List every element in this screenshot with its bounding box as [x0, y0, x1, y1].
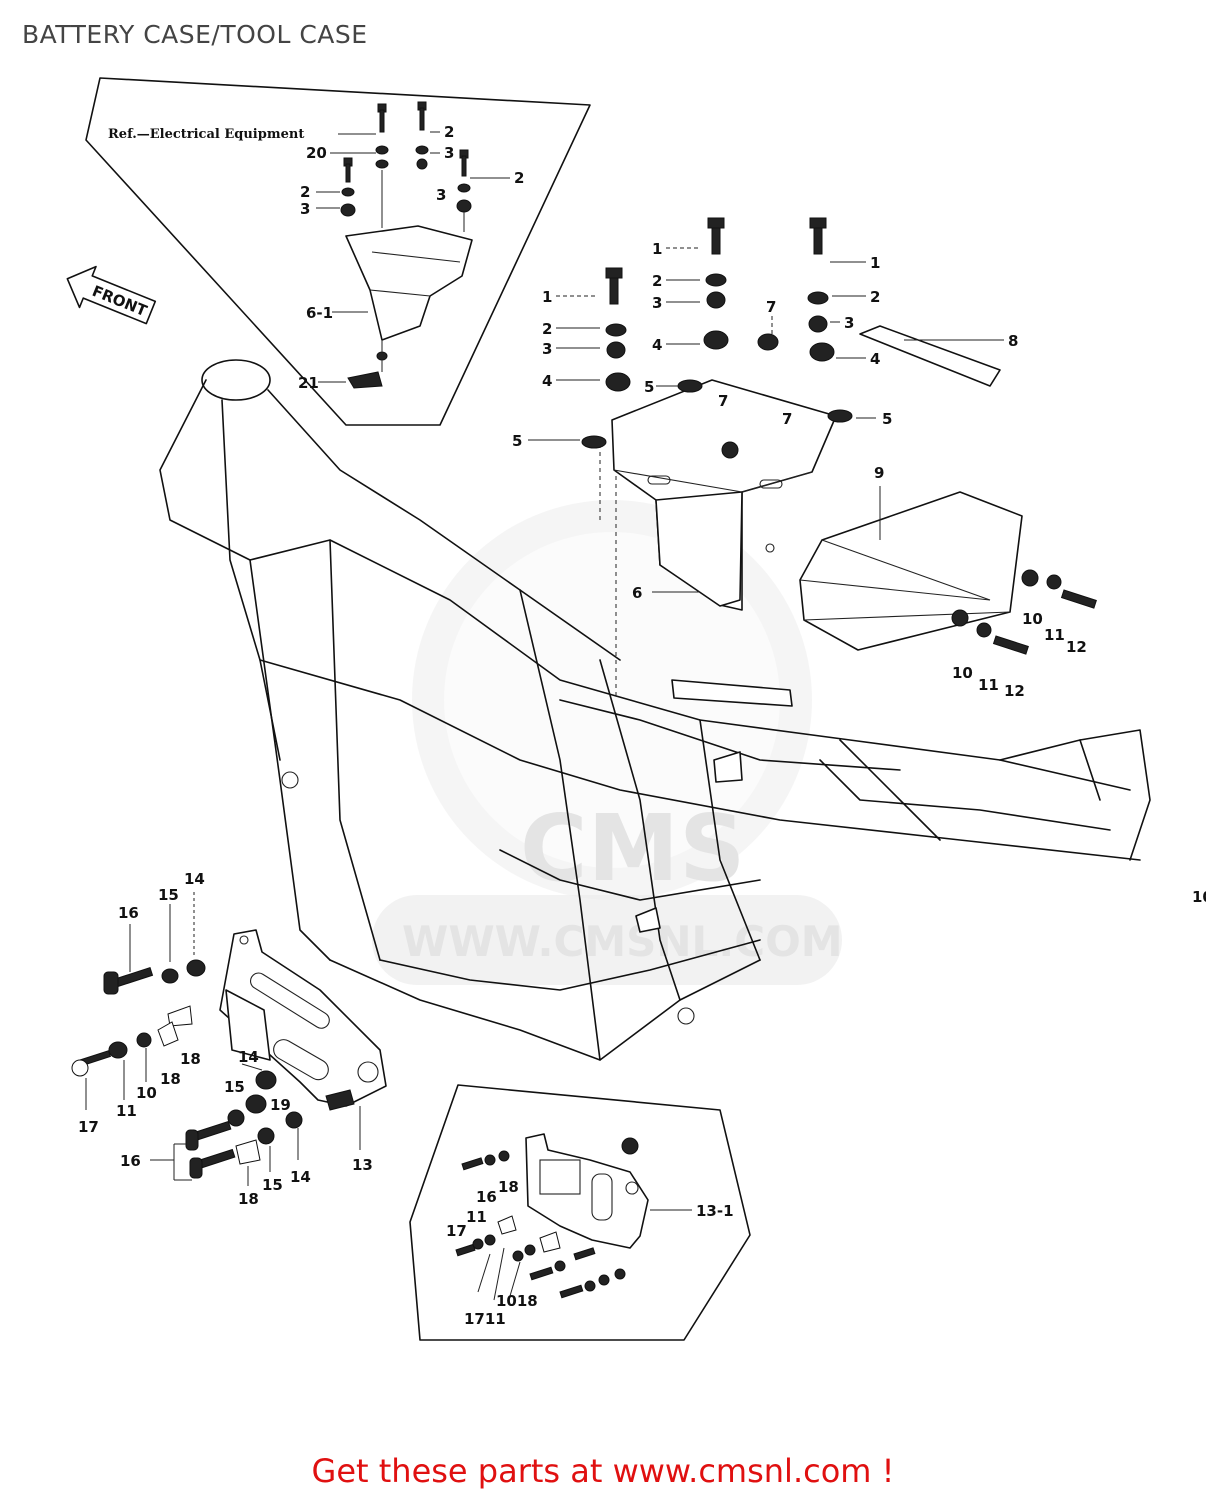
callout-18b: 18: [160, 1070, 181, 1088]
callout-upper-21: 21: [298, 374, 319, 392]
callout-14a: 14: [184, 870, 205, 888]
callout-3c: 3: [844, 314, 854, 332]
callout-upper-2a: 2: [444, 123, 454, 141]
motorcycle-frame: [159, 359, 1151, 1061]
watermark-brand: CMS: [520, 795, 745, 902]
callout-18a: 18: [180, 1050, 201, 1068]
callout-2c: 2: [870, 288, 880, 306]
callout-3b: 3: [542, 340, 552, 358]
callout-15b: 15: [224, 1078, 245, 1096]
small-hardware: [340, 101, 472, 389]
callout-1c: 1: [870, 254, 880, 272]
callout-2b: 2: [542, 320, 552, 338]
callout-inset-1711: 1711: [464, 1310, 506, 1328]
callout-4c: 4: [870, 350, 880, 368]
callout-10b: 10: [952, 664, 973, 682]
battery-case-group: 1 2 3 4 1 2 3 4 1 2 3 4 7 7 7 8 5 5 5 9 …: [512, 217, 1206, 906]
footer-link-text[interactable]: Get these parts at www.cmsnl.com !: [311, 1452, 895, 1490]
callout-5a: 5: [644, 378, 654, 396]
callout-5b: 5: [512, 432, 522, 450]
page-title: BATTERY CASE/TOOL CASE: [22, 20, 368, 49]
edge-label: 10: [1192, 888, 1206, 906]
callout-14b: 14: [238, 1048, 259, 1066]
callout-upper-2c: 2: [514, 169, 524, 187]
callout-inset-17: 17: [446, 1222, 467, 1240]
inset-lower-panel: 13-1 16 18 17 11 1711 1018: [409, 1084, 751, 1341]
callout-5c: 5: [882, 410, 892, 428]
callout-inset-11: 11: [466, 1208, 487, 1226]
callout-15a: 15: [158, 886, 179, 904]
callout-upper-3a: 3: [444, 144, 454, 162]
callout-8: 8: [1008, 332, 1018, 350]
callout-10a: 10: [1022, 610, 1043, 628]
tool-case: [799, 491, 1023, 651]
battery-case-small: [345, 225, 473, 341]
callout-1b: 1: [542, 288, 552, 306]
callout-upper-6-1: 6-1: [306, 304, 333, 322]
callout-7c: 7: [782, 410, 792, 428]
ref-electrical-equipment: Ref.—Electrical Equipment: [108, 127, 304, 142]
callout-upper-20: 20: [306, 144, 327, 162]
callout-11b: 11: [978, 676, 999, 694]
callout-17: 17: [78, 1118, 99, 1136]
callout-13: 13: [352, 1156, 373, 1174]
callout-1a: 1: [652, 240, 662, 258]
callout-inset-16: 16: [476, 1188, 497, 1206]
bracket-hardware: [71, 959, 355, 1179]
callout-7a: 7: [766, 298, 776, 316]
callout-9: 9: [874, 464, 884, 482]
callout-inset-1018: 1018: [496, 1292, 538, 1310]
callout-15c: 15: [262, 1176, 283, 1194]
parts-diagram: CMS WWW.CMSNL.COM Ref.—Electrical Equipm…: [66, 77, 1206, 1341]
front-arrow: FRONT: [66, 265, 157, 325]
callout-16a: 16: [118, 904, 139, 922]
inset-upper-panel: Ref.—Electrical Equipment 2: [85, 77, 591, 426]
watermark-url: WWW.CMSNL.COM: [402, 917, 843, 966]
callout-11c: 11: [116, 1102, 137, 1120]
callout-14c: 14: [290, 1168, 311, 1186]
battery-strap: [859, 325, 1001, 387]
callout-7b: 7: [718, 392, 728, 410]
callout-19: 19: [270, 1096, 291, 1114]
callout-upper-2b: 2: [300, 183, 310, 201]
callout-4a: 4: [652, 336, 662, 354]
callout-13-1: 13-1: [696, 1202, 734, 1220]
callout-upper-3b: 3: [300, 200, 310, 218]
callout-11a: 11: [1044, 626, 1065, 644]
callout-upper-3c: 3: [436, 186, 446, 204]
callout-4b: 4: [542, 372, 552, 390]
callout-3a: 3: [652, 294, 662, 312]
footer-link[interactable]: Get these parts at www.cmsnl.com !: [0, 1452, 1206, 1490]
leader-lines: [528, 247, 1004, 593]
callout-18c: 18: [238, 1190, 259, 1208]
callout-16b: 16: [120, 1152, 141, 1170]
callout-12b: 12: [1004, 682, 1025, 700]
small-bracket-hardware: [455, 1137, 639, 1299]
side-bracket-group: 16 15 14 18 18 17 11 10 14 15 19 13 16 1…: [71, 870, 387, 1208]
bracket-small: [525, 1133, 649, 1249]
callout-10c: 10: [136, 1084, 157, 1102]
callout-inset-18: 18: [498, 1178, 519, 1196]
watermark: CMS WWW.CMSNL.COM: [372, 500, 843, 985]
battery-hardware: [581, 217, 1097, 655]
callout-6: 6: [632, 584, 642, 602]
callout-12a: 12: [1066, 638, 1087, 656]
callout-2a: 2: [652, 272, 662, 290]
